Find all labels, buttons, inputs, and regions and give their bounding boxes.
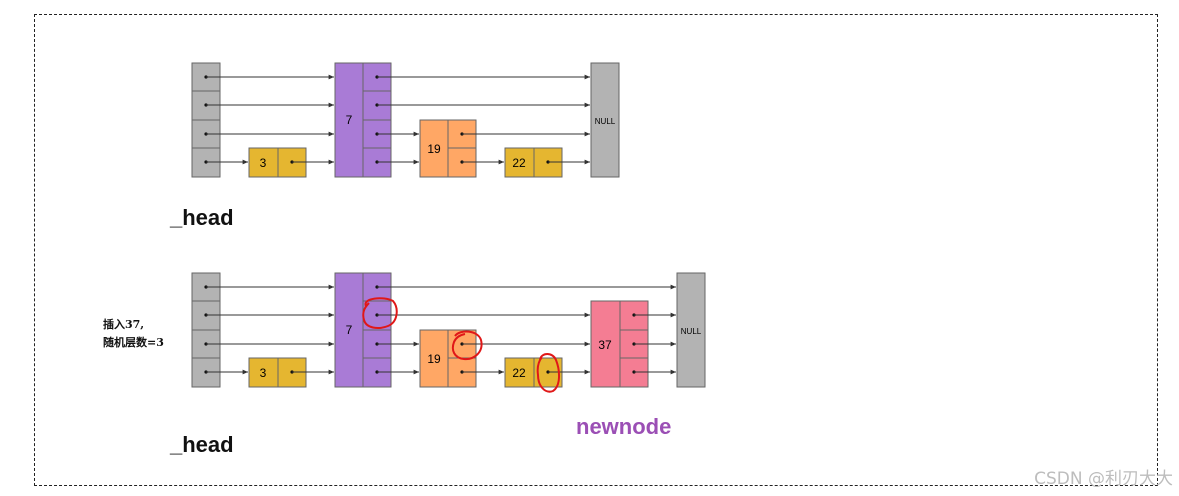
insert-note-line1: 插入37, (103, 318, 145, 331)
node-3-value: 3 (260, 366, 267, 380)
diagram-after-insert: 7 19 3 22 37 NULL (191, 272, 706, 393)
pointer-arrows (206, 74, 590, 165)
node-19-value: 19 (427, 352, 441, 366)
node-7: 7 (334, 272, 392, 388)
dashed-frame (34, 14, 1158, 486)
head-node (191, 62, 221, 178)
head-node (191, 272, 221, 388)
node-19: 19 (419, 329, 477, 388)
insert-note-line2: 随机层数=3 (103, 336, 164, 349)
null-label: NULL (681, 327, 702, 336)
pointer-dots (204, 285, 636, 374)
null-label: NULL (595, 117, 616, 126)
node-3-value: 3 (260, 156, 267, 170)
newnode-label: newnode (576, 414, 672, 439)
watermark: CSDN @利刃大大 (1034, 469, 1173, 489)
node-7: 7 (334, 62, 392, 178)
null-node: NULL (676, 272, 706, 388)
node-37-value: 37 (598, 338, 612, 352)
diagram-before-insert: 7 19 3 22 NULL (191, 62, 620, 178)
head-label-bottom: _head (170, 432, 234, 457)
node-7-value: 7 (346, 323, 353, 337)
null-node: NULL (590, 62, 620, 178)
head-label-top: _head (170, 205, 234, 230)
highlight-circles (362, 297, 560, 393)
node-22-value: 22 (512, 156, 526, 170)
pointer-arrows (206, 284, 676, 375)
node-7-value: 7 (346, 113, 353, 127)
node-22-value: 22 (512, 366, 526, 380)
node-19: 19 (419, 119, 477, 178)
insert-note: 插入37, 随机层数=3 (103, 316, 164, 352)
node-3: 3 (248, 357, 307, 388)
node-19-value: 19 (427, 142, 441, 156)
